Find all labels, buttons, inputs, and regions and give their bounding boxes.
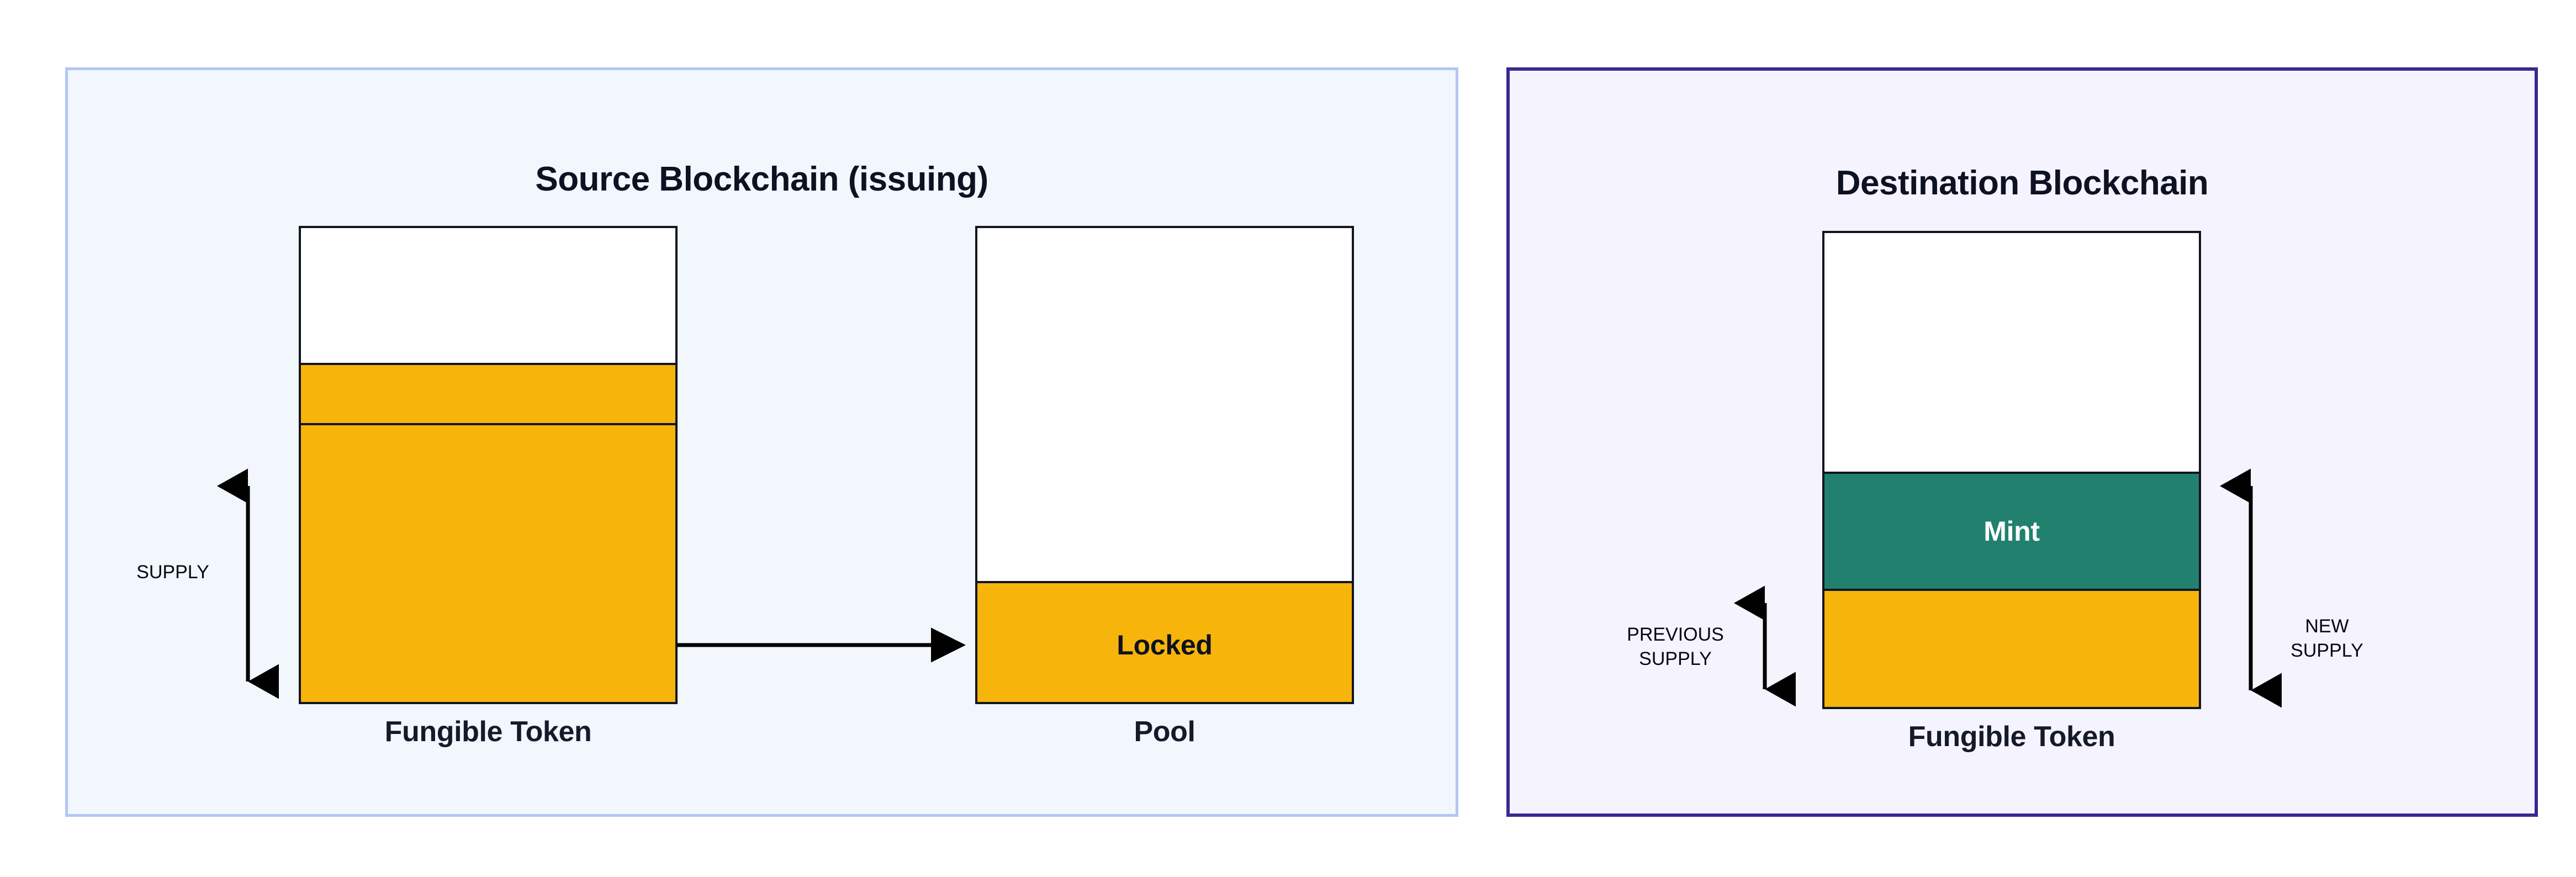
source-panel-title: Source Blockchain (issuing) (535, 160, 988, 198)
source-fungible-token-bar (299, 226, 678, 704)
destination-token-mint-segment: Mint (1824, 472, 2199, 589)
supply-measure-label: SUPPLY (136, 562, 209, 583)
pool-headroom-segment (977, 228, 1352, 581)
source-fungible-token-caption: Fungible Token (384, 716, 592, 748)
source-token-headroom-segment (301, 228, 675, 363)
previous-supply-measure-label: PREVIOUS SUPPLY (1627, 624, 1724, 669)
source-blockchain-panel: Source Blockchain (issuing) Fungible Tok… (65, 67, 1458, 817)
destination-fungible-token-caption: Fungible Token (1908, 721, 2115, 753)
new-supply-measure-label: NEW SUPPLY (2291, 616, 2363, 661)
pool-bar: Locked (975, 226, 1354, 704)
pool-caption: Pool (1134, 716, 1196, 748)
destination-token-previous-supply-segment (1824, 589, 2199, 707)
pool-locked-segment: Locked (977, 581, 1352, 702)
destination-fungible-token-bar: Mint (1822, 231, 2201, 709)
destination-panel-title: Destination Blockchain (1836, 164, 2209, 202)
destination-blockchain-panel: Destination Blockchain Mint Fungible Tok… (1506, 67, 2538, 817)
source-token-supply-upper-segment (301, 363, 675, 423)
source-token-supply-lower-segment (301, 423, 675, 702)
destination-token-headroom-segment (1824, 233, 2199, 472)
